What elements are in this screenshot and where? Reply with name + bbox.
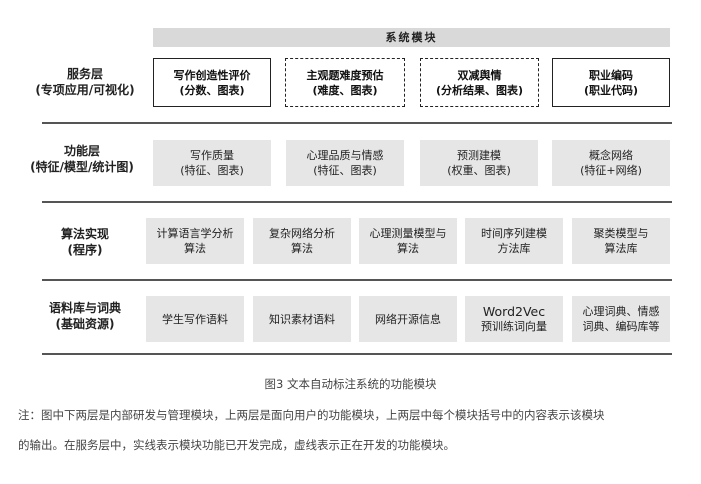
layer-label-service: 服务层 (专项应用/可视化) [15, 66, 155, 98]
module-subtitle: 算法 [397, 242, 419, 255]
module-output: (特征、图表) [180, 164, 244, 177]
module-title: 双减舆情 [457, 68, 502, 82]
module-subtitle: 方法库 [497, 242, 531, 255]
layer-name: 语料库与词典 [48, 301, 121, 315]
algorithm-module: 时间序列建模 方法库 [465, 218, 563, 264]
module-output: (分数、图表) [179, 83, 245, 97]
function-module: 心理品质与情感 (特征、图表) [286, 140, 404, 186]
module-subtitle: 算法库 [604, 242, 638, 255]
module-output: (特征、图表) [313, 164, 377, 177]
module-subtitle: 算法 [184, 242, 206, 255]
module-title: 心理品质与情感 [306, 149, 384, 162]
layer-label-algorithm: 算法实现 (程序) [15, 226, 155, 258]
layer-name: 算法实现 [60, 227, 109, 241]
function-module: 写作质量 (特征、图表) [153, 140, 271, 186]
module-title: 计算语言学分析 [156, 227, 234, 240]
layer-sub: (基础资源) [55, 317, 115, 331]
module-title: 网络开源信息 [375, 312, 441, 326]
module-output: (难度、图表) [312, 83, 378, 97]
module-title: 心理词典、情感 [582, 305, 660, 318]
module-title: 职业编码 [589, 68, 633, 82]
module-output: (职业代码) [583, 83, 639, 97]
module-title: 概念网络 [589, 149, 633, 162]
function-module: 预测建模 (权重、图表) [420, 140, 538, 186]
corpus-module: 知识素材语料 [253, 296, 351, 342]
module-output: (分析结果、图表) [435, 83, 524, 97]
corpus-module: 心理词典、情感 词典、编码库等 [572, 296, 670, 342]
layer-label-corpus: 语料库与词典 (基础资源) [15, 300, 155, 332]
module-title: 主观题难度预估 [306, 68, 384, 82]
layer-name: 功能层 [63, 144, 100, 158]
corpus-module: 学生写作语料 [146, 296, 244, 342]
figure-caption: 图3 文本自动标注系统的功能模块 [264, 377, 437, 391]
module-output: (权重、图表) [447, 164, 511, 177]
algorithm-module: 复杂网络分析 算法 [253, 218, 351, 264]
layer-label-function: 功能层 (特征/模型/统计图) [12, 143, 152, 175]
figure-note-line2: 的输出。在服务层中，实线表示模块功能已开发完成，虚线表示正在开发的功能模块。 [18, 438, 455, 452]
layer-divider [42, 353, 672, 355]
layer-sub: (程序) [67, 243, 103, 257]
algorithm-module: 心理测量模型与 算法 [359, 218, 457, 264]
algorithm-module: 计算语言学分析 算法 [146, 218, 244, 264]
module-output: (特征+网络) [580, 164, 642, 177]
layer-divider [42, 122, 672, 124]
layer-sub: (特征/模型/统计图) [30, 160, 134, 174]
figure-note-line1: 注：图中下两层是内部研发与管理模块，上两层是面向用户的功能模块，上两层中每个模块… [18, 408, 605, 422]
module-title: 复杂网络分析 [269, 227, 335, 240]
system-modules-banner: 系统模块 [153, 28, 670, 47]
module-subtitle: 算法 [291, 242, 313, 255]
module-title: 聚类模型与 [593, 227, 649, 240]
module-title: 心理测量模型与 [369, 227, 447, 240]
module-title: 预测建模 [457, 149, 501, 162]
service-module: 职业编码 (职业代码) [552, 58, 670, 107]
service-module: 双减舆情 (分析结果、图表) [420, 58, 539, 107]
module-title: 写作创造性评价 [173, 68, 251, 82]
layer-divider [42, 279, 672, 281]
module-subtitle: 预训练词向量 [481, 320, 547, 333]
service-module: 写作创造性评价 (分数、图表) [153, 58, 271, 107]
module-title: 知识素材语料 [269, 312, 335, 326]
corpus-module: Word2Vec 预训练词向量 [465, 296, 563, 342]
function-module: 概念网络 (特征+网络) [552, 140, 670, 186]
module-title: 时间序列建模 [481, 227, 547, 240]
module-title: Word2Vec [482, 304, 546, 319]
module-title: 学生写作语料 [162, 312, 228, 326]
service-module: 主观题难度预估 (难度、图表) [285, 58, 405, 107]
layer-divider [42, 201, 672, 203]
layer-sub: (专项应用/可视化) [35, 83, 135, 97]
layer-name: 服务层 [66, 67, 103, 81]
corpus-module: 网络开源信息 [359, 296, 457, 342]
module-subtitle: 词典、编码库等 [582, 320, 660, 333]
algorithm-module: 聚类模型与 算法库 [572, 218, 670, 264]
module-title: 写作质量 [190, 149, 234, 162]
